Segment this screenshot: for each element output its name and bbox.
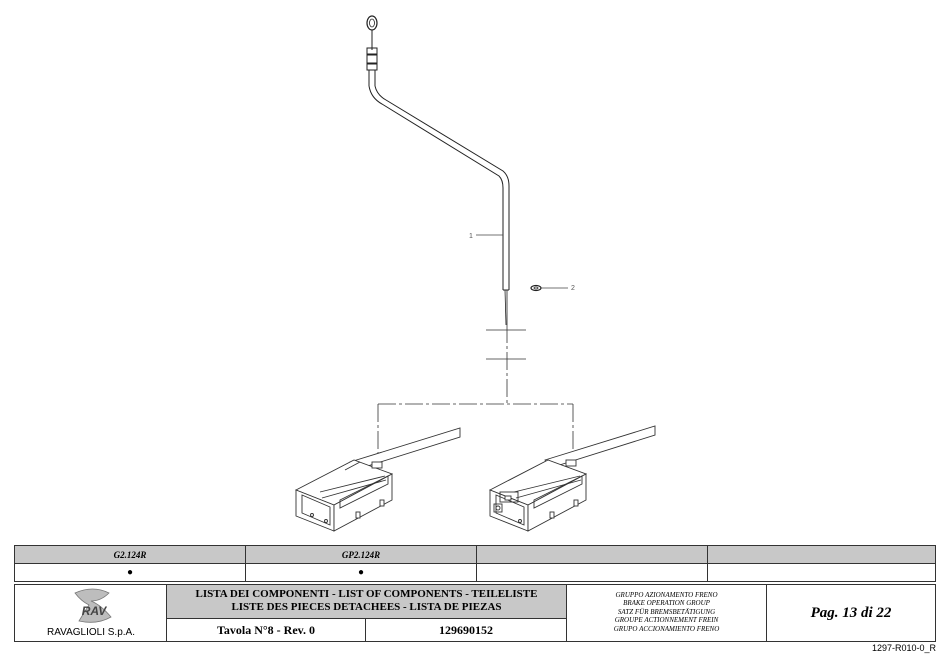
assembly-lines xyxy=(377,325,574,466)
runway-right xyxy=(488,425,656,532)
exploded-drawing: 1 2 xyxy=(294,15,656,532)
models-marks-row: ● ● xyxy=(14,563,936,582)
model-column-header: GP2.124R xyxy=(245,545,477,564)
list-title-line-1: LISTA DEI COMPONENTI - LIST OF COMPONENT… xyxy=(195,588,538,600)
group-name-fr: GROUPE ACTIONNEMENT FREIN xyxy=(614,616,719,625)
callout-1: 1 xyxy=(469,233,503,240)
component-list-title: LISTA DEI COMPONENTI - LIST OF COMPONENT… xyxy=(167,585,567,619)
brake-rod-part xyxy=(366,15,510,326)
callout-2: 2 xyxy=(541,285,575,292)
model-applicability-mark: ● xyxy=(245,563,477,582)
title-block: RAV RAVAGLIOLI S.p.A. LISTA DEI COMPONEN… xyxy=(14,584,936,642)
model-column-header: G2.124R xyxy=(14,545,246,564)
part-number: 129690152 xyxy=(366,619,567,641)
list-title-line-2: LISTE DES PIECES DETACHEES - LISTA DE PI… xyxy=(231,601,502,613)
svg-text:1: 1 xyxy=(469,233,473,240)
model-applicability-mark xyxy=(476,563,708,582)
logo-lettering: RAV xyxy=(82,604,107,618)
group-name-it: GRUPPO AZIONAMENTO FRENO xyxy=(615,591,718,599)
models-table: G2.124R GP2.124R ● ● xyxy=(14,545,936,582)
model-column-header xyxy=(476,545,708,564)
model-column-header xyxy=(707,545,936,564)
svg-text:2: 2 xyxy=(571,285,575,292)
logo-cell: RAV RAVAGLIOLI S.p.A. xyxy=(15,585,167,641)
model-applicability-mark: ● xyxy=(14,563,246,582)
group-name-es: GRUPO ACCIONAMIENTO FRENO xyxy=(613,624,720,633)
runway-left xyxy=(294,427,461,532)
model-applicability-mark xyxy=(707,563,936,582)
page-number: Pag. 13 di 22 xyxy=(810,605,892,621)
document-code: 1297-R010-0_R xyxy=(871,643,936,653)
group-name-en: BRAKE OPERATION GROUP xyxy=(623,599,710,608)
table-number: Tavola N°8 - Rev. 0 xyxy=(167,619,366,641)
ravaglioli-logo: RAV xyxy=(74,588,112,623)
company-name: RAVAGLIOLI S.p.A. xyxy=(47,627,135,638)
group-names: GRUPPO AZIONAMENTO FRENO BRAKE OPERATION… xyxy=(567,585,767,641)
group-name-de: SATZ FÜR BREMSBETÄTIGUNG xyxy=(617,607,716,616)
clip-part xyxy=(530,284,542,292)
models-header-row: G2.124R GP2.124R xyxy=(14,545,936,564)
